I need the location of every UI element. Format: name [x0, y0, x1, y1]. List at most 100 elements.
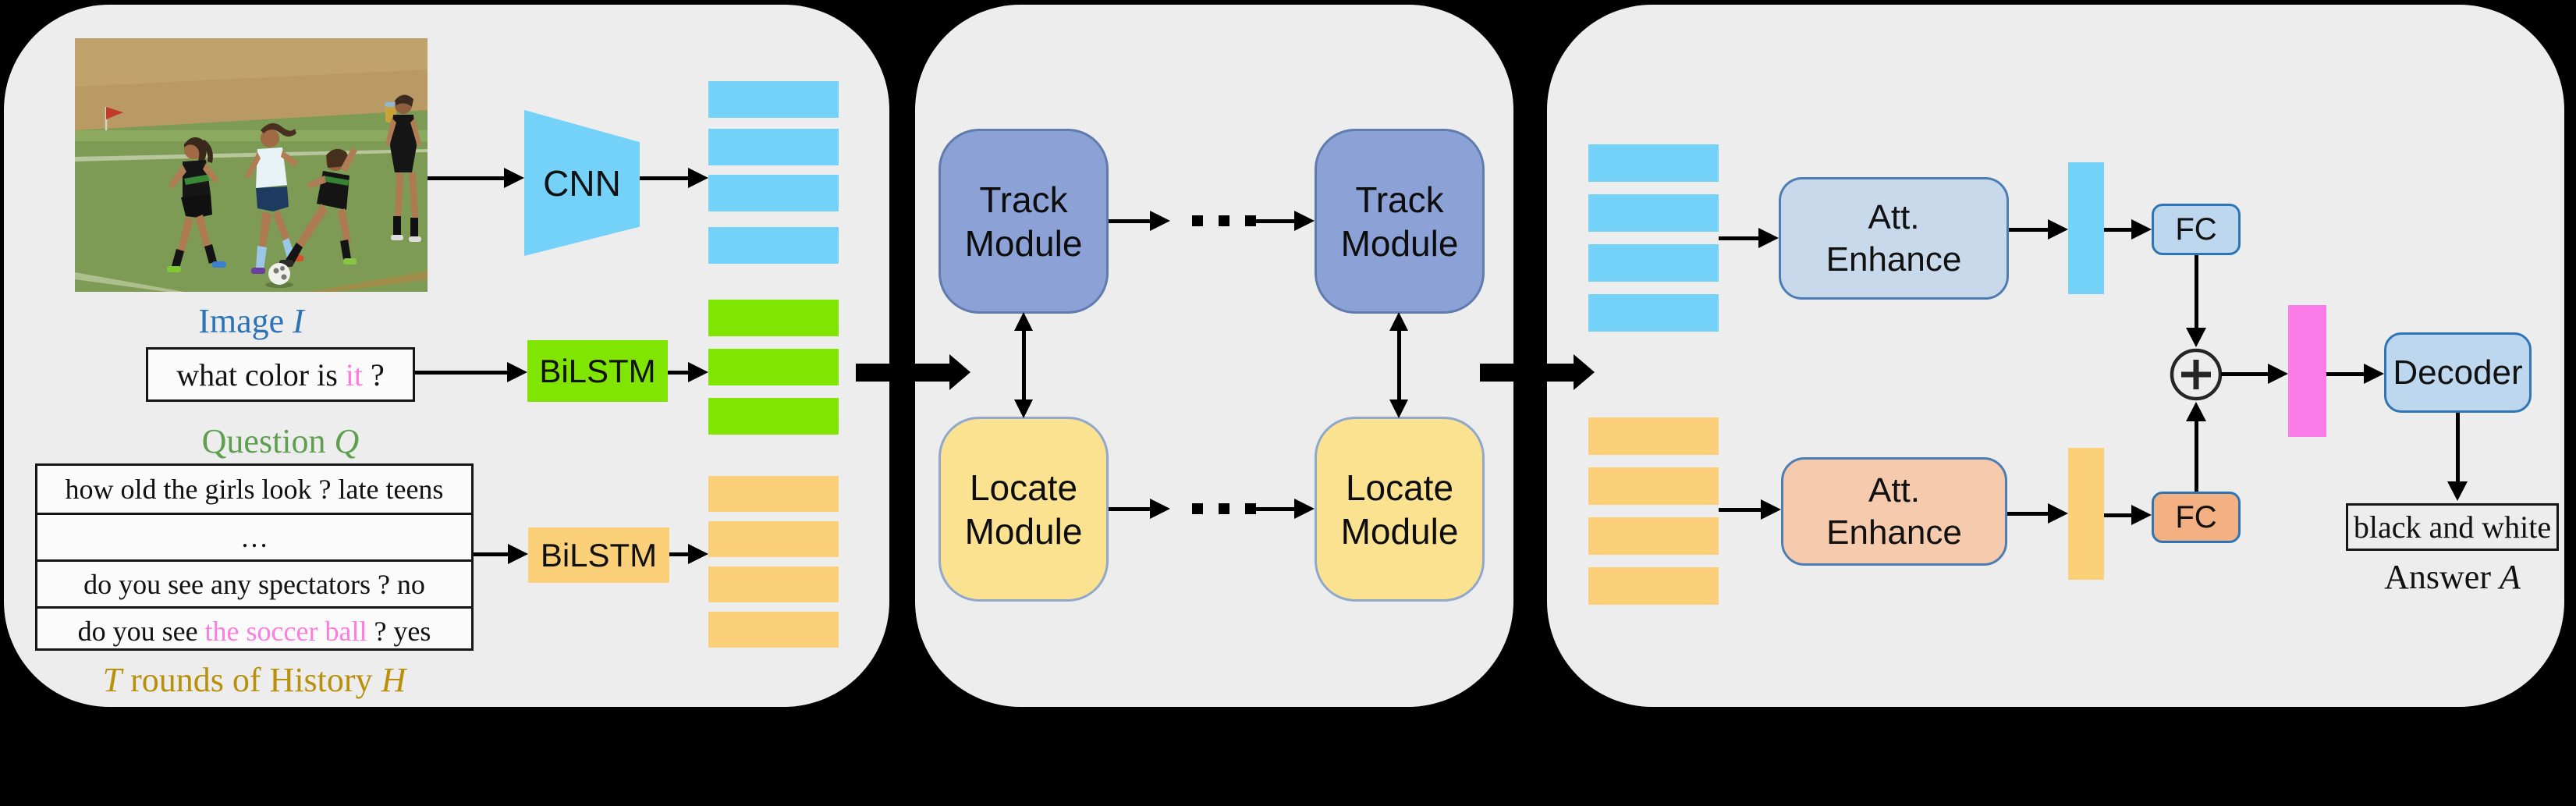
add-icon [2170, 348, 2223, 401]
ellipsis-dot [1245, 215, 1256, 226]
history-row-text: do you see any spectators ? no [83, 568, 425, 600]
fc-history-block: FC [2152, 492, 2241, 543]
arrow-visual-to-att [1719, 228, 1779, 248]
arrow-add-to-fused [2221, 364, 2288, 384]
history-context-bar [1588, 517, 1719, 555]
locate-module-2: Locate Module [1315, 417, 1485, 602]
arrow-bilstm-to-history-features [669, 544, 708, 564]
visual-feature-bar [1588, 244, 1719, 282]
arrow-fc-visual-to-add [2186, 255, 2206, 347]
arrow-fused-to-decoder [2326, 364, 2384, 384]
question-text-end: ? [363, 357, 385, 392]
cnn-label: CNN [543, 162, 621, 204]
arrow-track-recurrent-right [1254, 211, 1315, 231]
question-feature-bar [708, 349, 839, 385]
arrow-att-to-history-vector [2007, 503, 2068, 524]
history-context-bar [1588, 417, 1719, 455]
history-box: how old the girls look ? late teens … do… [35, 463, 474, 651]
ellipsis-dot [1192, 215, 1203, 226]
history-feature-bar [708, 612, 839, 648]
att-enhance-history-label: Att. Enhance [1826, 470, 1962, 552]
arrow-history-vector-to-fc [2104, 505, 2152, 525]
ellipsis-dot [1219, 503, 1229, 514]
history-variable-t: T [102, 661, 122, 699]
arrow-bilstm-to-question-features [668, 362, 708, 382]
arrow-image-to-cnn [428, 168, 524, 188]
bilstm-history-block: BiLSTM [528, 527, 669, 583]
bilstm-question-block: BiLSTM [527, 340, 668, 402]
history-row: do you see any spectators ? no [37, 559, 471, 606]
arrow-fc-history-to-add [2186, 402, 2206, 492]
decoder-label: Decoder [2393, 353, 2523, 392]
question-box: what color is it ? [146, 347, 415, 402]
history-caption: T rounds of History H [35, 660, 474, 700]
history-row: … [37, 513, 471, 559]
att-enhance-visual-label: Att. Enhance [1826, 197, 1962, 279]
bilstm-history-label: BiLSTM [540, 536, 658, 573]
history-row-text-end: ? yes [367, 615, 431, 647]
question-feature-bar [708, 398, 839, 435]
image-caption: Image I [75, 301, 428, 341]
fc-history-label: FC [2175, 499, 2217, 534]
fused-vector [2288, 305, 2326, 437]
reasoning-panel [915, 5, 1513, 707]
track-module-2: Track Module [1315, 129, 1485, 314]
att-enhance-visual-block: Att. Enhance [1779, 177, 2009, 300]
ellipsis-dot [1192, 503, 1203, 514]
answer-caption: Answer A [2346, 557, 2559, 597]
visual-feature-bar [1588, 144, 1719, 182]
locate-module-2-label: Locate Module [1340, 467, 1459, 552]
arrow-decoder-to-answer [2447, 413, 2468, 501]
arrow-track-recurrent-left [1109, 211, 1170, 231]
answer-variable: A [2499, 558, 2521, 596]
visual-feature-bar [1588, 194, 1719, 232]
locate-module-1-label: Locate Module [964, 467, 1083, 552]
history-feature-bar [708, 476, 839, 512]
history-row-text: how old the girls look ? late teens [65, 474, 444, 505]
history-row-text: do you see [77, 615, 205, 647]
fc-visual-label: FC [2175, 211, 2217, 247]
arrow-history-to-att [1719, 499, 1781, 520]
ellipsis-dot [1219, 215, 1229, 226]
image-variable: I [293, 302, 304, 340]
panel-flow-arrow-2 [1480, 354, 1595, 390]
image-feature-bar [708, 129, 839, 165]
bilstm-question-label: BiLSTM [539, 352, 656, 389]
history-row-highlight: the soccer ball [204, 615, 367, 647]
arrow-track-locate-exchange-2 [1389, 312, 1408, 418]
image-feature-bar [708, 81, 839, 118]
arrow-cnn-to-features [640, 168, 708, 188]
question-highlight: it [345, 357, 364, 392]
arrow-track-locate-exchange-1 [1014, 312, 1033, 418]
soccer-photo [75, 38, 428, 292]
arrow-locate-recurrent-left [1109, 499, 1170, 519]
answer-box: black and white [2346, 503, 2559, 551]
fc-visual-block: FC [2152, 204, 2241, 255]
question-feature-bar [708, 300, 839, 336]
history-row-text: … [240, 521, 268, 553]
history-attended-vector [2068, 448, 2104, 580]
history-feature-bar [708, 521, 839, 557]
arrow-locate-recurrent-right [1254, 499, 1315, 519]
answer-caption-text: Answer [2384, 558, 2500, 596]
decoder-block: Decoder [2384, 332, 2532, 413]
visual-feature-bar [1588, 294, 1719, 332]
image-feature-bar [708, 227, 839, 264]
question-text: what color is [176, 357, 346, 392]
track-module-2-label: Track Module [1340, 179, 1459, 264]
arrow-att-to-visual-vector [2009, 219, 2068, 240]
arrow-visual-vector-to-fc [2104, 219, 2152, 240]
att-enhance-history-block: Att. Enhance [1781, 457, 2007, 566]
answer-text: black and white [2353, 510, 2552, 545]
history-row: do you see the soccer ball ? yes [37, 606, 471, 653]
history-feature-bar [708, 566, 839, 602]
history-caption-text: rounds of History [122, 661, 381, 699]
arrow-question-to-bilstm [415, 362, 527, 382]
question-variable: Q [334, 422, 360, 460]
locate-module-1: Locate Module [939, 417, 1109, 602]
visual-attended-vector [2068, 162, 2104, 294]
question-caption-text: Question [201, 422, 335, 460]
history-row: how old the girls look ? late teens [37, 466, 471, 513]
history-context-bar [1588, 467, 1719, 505]
ellipsis-dot [1245, 503, 1256, 514]
